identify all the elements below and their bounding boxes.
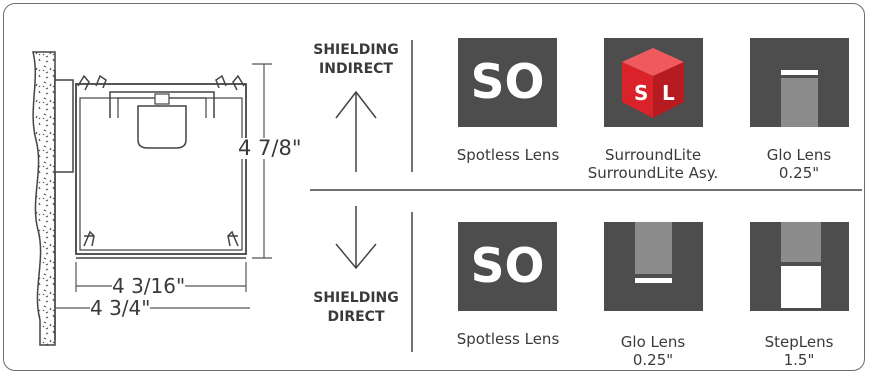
so-icon: SO xyxy=(470,239,545,294)
svg-text:S: S xyxy=(634,81,648,105)
spotless-lens-swatch[interactable]: SO xyxy=(458,38,557,127)
steplens-swatch[interactable] xyxy=(750,222,849,311)
light-strip-icon xyxy=(635,278,672,283)
inner-width-dimension: 4 3/16" xyxy=(112,274,186,298)
surroundlite-swatch[interactable]: S L xyxy=(604,38,703,127)
glo-lens-direct-swatch[interactable] xyxy=(604,222,703,311)
glo-lens-indirect-swatch[interactable] xyxy=(750,38,849,127)
option-caption: Glo Lens 0.25" xyxy=(620,333,686,369)
light-strip-icon xyxy=(781,70,818,75)
arrow-down-icon xyxy=(335,206,377,270)
outer-width-dimension: 4 3/4" xyxy=(90,296,151,320)
option-caption: Spotless Lens xyxy=(456,146,560,164)
lens-bar-icon xyxy=(781,78,818,127)
height-dimension: 4 7/8" xyxy=(238,136,302,160)
arrow-up-icon xyxy=(335,90,377,172)
wall-section xyxy=(32,51,56,346)
lens-bar-icon xyxy=(635,222,672,274)
so-icon: SO xyxy=(470,55,545,110)
option-caption: Spotless Lens xyxy=(456,330,560,348)
surroundlite-cube-icon: S L xyxy=(622,48,684,118)
shielding-direct-label: SHIELDING DIRECT xyxy=(313,290,399,325)
svg-text:L: L xyxy=(662,81,675,105)
shielding-indirect-label: SHIELDING INDIRECT xyxy=(313,42,399,77)
lens-bar-icon xyxy=(781,222,821,262)
spotless-lens-swatch[interactable]: SO xyxy=(458,222,557,311)
option-caption: SurroundLite SurroundLite Asy. xyxy=(587,146,719,182)
option-caption: StepLens 1.5" xyxy=(764,333,834,369)
step-light-icon xyxy=(781,266,821,308)
option-caption: Glo Lens 0.25" xyxy=(766,146,832,182)
